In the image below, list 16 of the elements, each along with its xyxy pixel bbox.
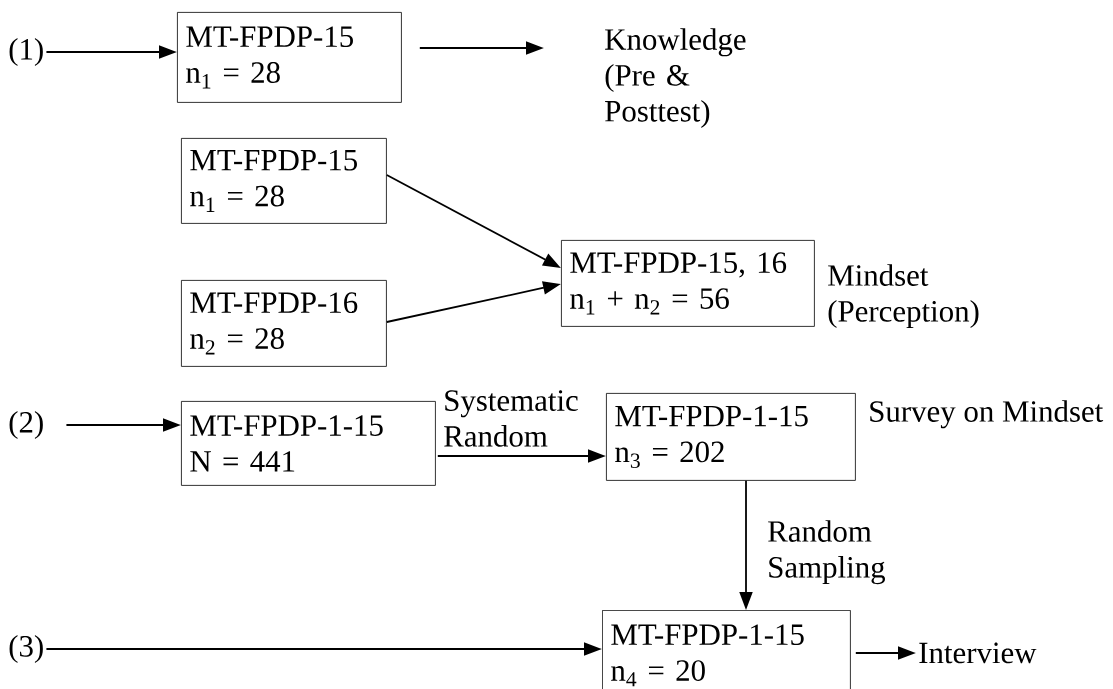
stage-label: (2) — [9, 411, 43, 439]
process-box: MT-FPDP-15 n$_{1}$ = 28 — [177, 12, 402, 103]
outcome-label: Knowledge (Pre & Posttest) — [605, 28, 746, 128]
process-box: MT-FPDP-15 n$_{1}$ = 28 — [181, 138, 387, 224]
process-box: MT-FPDP-1-15 n$_{4}$ = 20 — [602, 610, 851, 689]
stage-label: (3) — [9, 635, 43, 663]
stage-label: (1) — [9, 38, 43, 66]
side-note: Survey on Mindset — [870, 400, 1104, 429]
side-note: Mindset (Perception) — [828, 264, 979, 329]
edge-label: Systematic Random — [444, 390, 578, 447]
edge-label: Random Sampling — [768, 520, 886, 585]
outcome-label: Interview — [919, 642, 1037, 664]
process-box: MT-FPDP-1-15 n$_{3}$ = 202 — [606, 393, 856, 481]
process-box: MT-FPDP-16 n$_{2}$ = 28 — [181, 280, 387, 367]
process-box: MT-FPDP-1-15 N = 441 — [181, 401, 436, 486]
process-box: MT-FPDP-15, 16 n$_{1}$ + n$_{2}$ = 56 — [561, 240, 815, 327]
